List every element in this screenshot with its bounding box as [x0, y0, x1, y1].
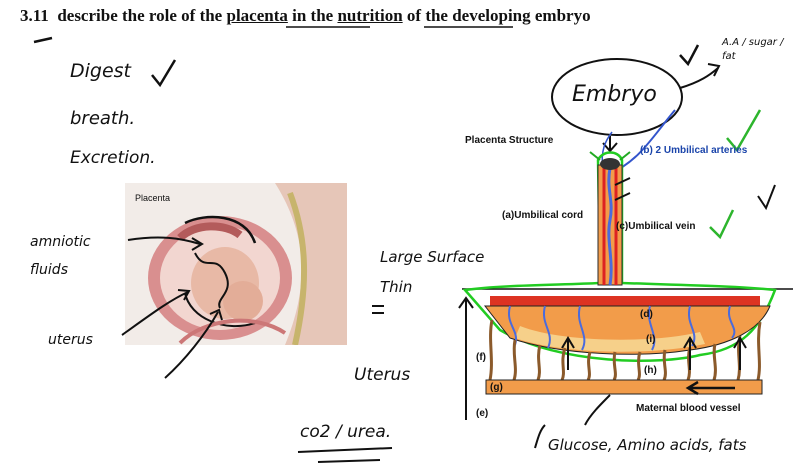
villus-4	[647, 305, 656, 351]
equals-mark	[372, 305, 384, 314]
villus-3	[577, 305, 586, 351]
embryo-circle	[551, 58, 683, 136]
label-umbilical-arteries: (b) 2 Umbilical arteries	[640, 145, 748, 156]
title-scribble-mark	[33, 36, 53, 44]
note-breath: breath.	[70, 108, 136, 129]
fetal-vessel-bar	[490, 296, 760, 306]
arrow-amniotic-head	[191, 237, 204, 251]
co2-underline-2	[317, 459, 381, 463]
label-f: (f)	[476, 352, 486, 363]
note-nutrients-top: A.A / sugar / fat	[722, 37, 784, 62]
arrow-bottom-head	[209, 308, 223, 321]
label-e: (e)	[476, 408, 489, 419]
villus-6	[727, 305, 736, 339]
nutrient-up-arrow-2	[534, 424, 546, 449]
nutrient-arrow-line	[679, 67, 719, 89]
note-digest: Digest	[70, 60, 132, 82]
check-mark-right	[757, 184, 776, 211]
uterus-illustration-svg	[148, 183, 347, 345]
title-word-placenta: placenta	[226, 6, 288, 25]
label-g: (g)	[490, 382, 503, 393]
placenta-green-outline	[462, 151, 777, 362]
diagram-heading: Placenta Structure	[465, 135, 554, 146]
placenta-shape	[177, 222, 243, 242]
arrow-amniotic-line	[127, 236, 201, 245]
villus-2	[542, 305, 551, 349]
note-nutrients-bottom: Glucose, Amino acids, fats	[548, 436, 747, 454]
bracket-arrow-head	[458, 296, 474, 309]
arrow-uterus-head	[177, 289, 191, 301]
check-mark-digest	[151, 59, 177, 88]
label-i: (i)	[646, 334, 656, 345]
note-uterus-middle: Uterus	[354, 365, 411, 385]
note-uterus-left: uterus	[48, 332, 93, 348]
check-mark-top	[679, 44, 700, 67]
label-umbilical-cord: (a)Umbilical cord	[502, 210, 584, 221]
label-umbilical-vein: (c)Umbilical vein	[616, 221, 696, 232]
note-excretion: Excretion.	[70, 148, 156, 168]
title-word-nutrition: nutrition	[337, 6, 403, 25]
nutrient-arrow-head	[707, 63, 721, 77]
section-number: 3.11	[20, 6, 49, 25]
nutrient-up-arrow-1	[584, 394, 611, 426]
cord-top-shape	[600, 158, 620, 170]
label-maternal-vessel: Maternal blood vessel	[636, 403, 741, 414]
diffusion-arrow-1	[561, 336, 575, 370]
note-amniotic-fluid: amniotic fluids	[30, 234, 91, 278]
diffusion-arrow-2	[683, 336, 697, 370]
umbilical-vein-shape	[607, 167, 613, 286]
note-large-surface: Large Surface	[380, 248, 485, 266]
cervix-shape	[178, 318, 287, 345]
arrow-bottom-line	[164, 311, 219, 379]
title-text-after: of the developing embryo	[402, 6, 591, 25]
spine-shape	[287, 191, 308, 345]
cord-black-ticks	[614, 177, 631, 201]
co2-underline-1	[297, 447, 393, 453]
fetus-head-shape	[223, 281, 263, 321]
note-co2-urea: co2 / urea.	[300, 422, 392, 442]
green-check-vein	[709, 209, 735, 240]
uterus-illustration: Placenta	[125, 183, 347, 345]
diffusion-arrow-3	[733, 336, 747, 370]
note-embryo: Embryo	[572, 82, 657, 107]
cord-green-marks	[589, 151, 631, 161]
photo-placenta-label: Placenta	[135, 193, 171, 203]
placenta-highlight-stroke	[184, 215, 257, 244]
fetus-outline-stroke	[184, 292, 256, 328]
green-check-arteries	[726, 109, 762, 153]
title-text-before: describe the role of the	[57, 6, 227, 25]
mother-body-shape	[275, 183, 347, 345]
page-title: 3.11 describe the role of the placenta i…	[20, 6, 591, 26]
arrow-uterus-line	[121, 291, 189, 336]
title-text-middle: in the	[287, 6, 338, 25]
embryo-arrow-head	[602, 142, 618, 153]
label-h: (h)	[644, 365, 657, 376]
label-d: (d)	[640, 309, 653, 320]
note-thin: Thin	[380, 278, 413, 296]
umbilical-cord-stroke	[194, 252, 229, 309]
maternal-flow-arrow	[685, 380, 735, 396]
